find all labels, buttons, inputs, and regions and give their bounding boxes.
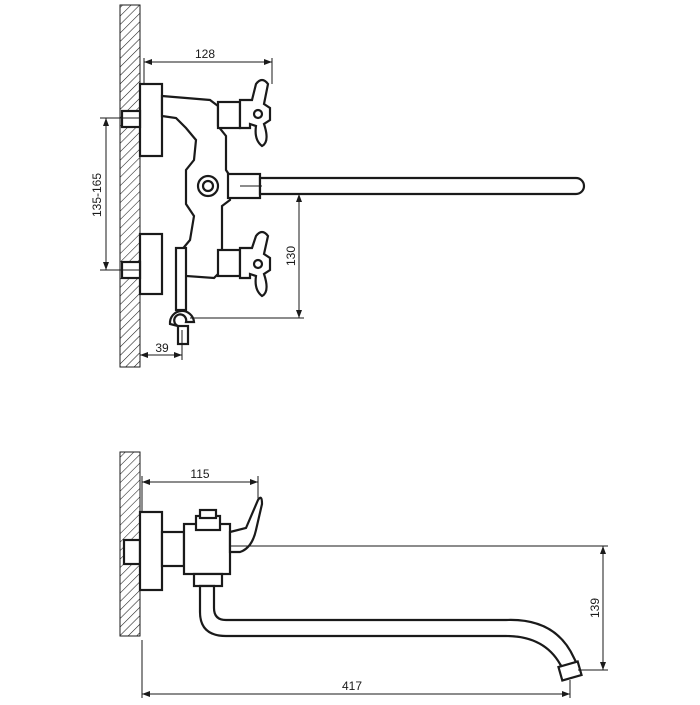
- side-spout-nut: [192, 572, 224, 588]
- upper-wall-flange: [138, 82, 164, 158]
- top-wall: [119, 4, 141, 368]
- dim-side-depth: 115: [141, 467, 259, 512]
- dim-side-depth-label: 115: [190, 467, 209, 481]
- side-spout-pipe: [198, 584, 580, 672]
- dim-top-width: 128: [143, 47, 273, 84]
- lower-valve-stem: [216, 248, 242, 278]
- shower-holder-stem: [174, 246, 188, 312]
- dim-holder-offset-label: 39: [155, 341, 169, 355]
- dim-holder-offset: 39: [140, 330, 183, 360]
- dim-side-length: 417: [141, 640, 571, 698]
- mixer-body: [160, 94, 232, 280]
- dim-side-height: 139: [578, 546, 608, 671]
- side-body-nut: [160, 530, 186, 568]
- side-wall-flange: [138, 510, 164, 592]
- upper-eccentric-pipe: [120, 109, 142, 129]
- upper-valve-stem: [216, 100, 242, 130]
- side-eccentric-pipe: [122, 538, 142, 566]
- spout-pipe: [258, 176, 586, 196]
- dim-spout-drop-label: 130: [284, 246, 298, 266]
- dim-side-length-label: 417: [342, 679, 362, 693]
- shower-holder-clip: [168, 309, 196, 328]
- dim-spout-drop: 130: [190, 193, 304, 319]
- side-view: 115 139 417: [119, 451, 608, 698]
- side-spout-aerator: [557, 660, 583, 682]
- dim-top-height: 135-165: [90, 117, 140, 271]
- side-body: [182, 522, 232, 576]
- lower-wall-flange: [138, 232, 164, 296]
- dim-top-height-label: 135-165: [90, 173, 104, 217]
- top-view: 128 135-165 130 39: [90, 4, 586, 368]
- dim-side-height-label: 139: [588, 598, 602, 618]
- side-lever: [228, 496, 264, 554]
- dim-top-width-label: 128: [195, 47, 215, 61]
